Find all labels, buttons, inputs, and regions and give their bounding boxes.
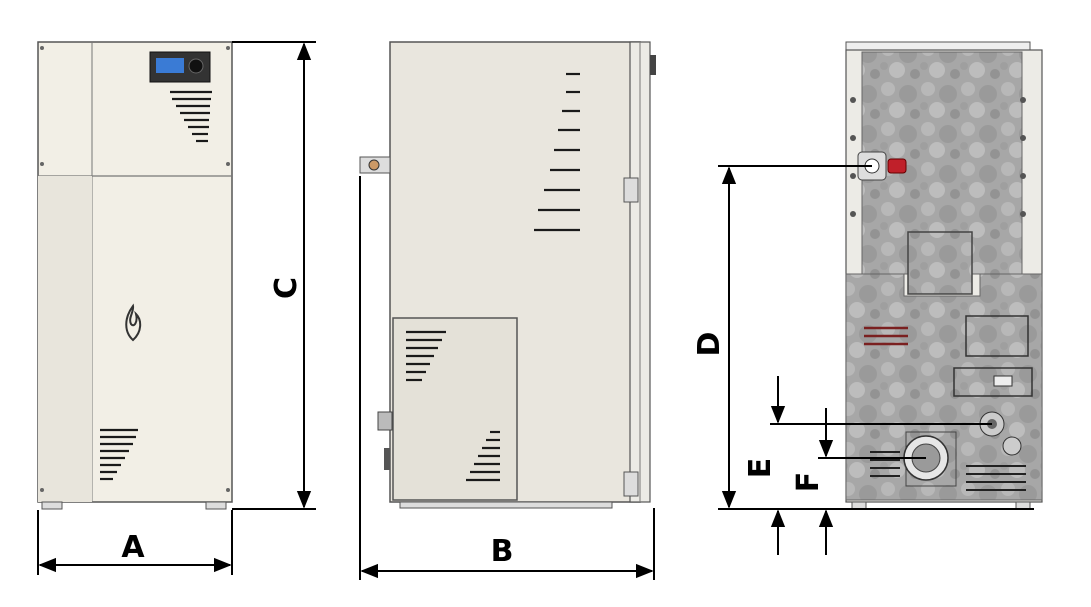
side-upper-vent xyxy=(534,72,580,232)
front-lower-vent xyxy=(100,428,138,481)
control-panel-icon xyxy=(149,51,211,83)
dimension-a: A xyxy=(37,510,233,575)
front-foot-left xyxy=(41,501,63,510)
dimension-f-label: F xyxy=(791,472,826,493)
dimension-d: D xyxy=(692,165,1034,510)
dimension-f: F xyxy=(791,408,926,555)
flue-outlet xyxy=(857,151,907,181)
back-bottom-grille-left xyxy=(870,451,900,477)
side-panel-vent-top xyxy=(406,330,446,382)
dimension-d-label: D xyxy=(692,332,727,357)
back-view xyxy=(845,41,1043,510)
front-foot-right xyxy=(205,501,227,510)
flame-icon xyxy=(125,303,142,342)
front-upper-vent xyxy=(170,90,212,143)
side-flue-connection xyxy=(359,156,391,174)
dimension-a-label: A xyxy=(121,530,145,565)
dimension-e-label: E xyxy=(743,458,778,479)
back-red-grille xyxy=(864,326,908,346)
dimension-e: E xyxy=(743,376,992,555)
hinge-bottom xyxy=(623,471,639,497)
side-view xyxy=(359,41,656,509)
hinge-top xyxy=(623,177,639,203)
front-view xyxy=(37,41,233,510)
side-panel-vent-bottom xyxy=(466,430,500,482)
dimension-b: B xyxy=(359,176,655,580)
dimension-c-label: C xyxy=(269,277,304,299)
dimension-c: C xyxy=(232,41,316,510)
back-bottom-grille-right xyxy=(966,465,1026,491)
dimension-b-label: B xyxy=(491,534,514,569)
